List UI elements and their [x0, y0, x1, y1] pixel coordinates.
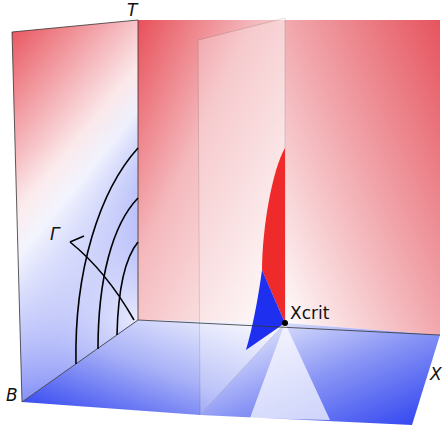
critical-point-label: Xcrit — [290, 305, 329, 322]
axis-label: T — [127, 2, 137, 19]
axis-label: B — [6, 387, 18, 404]
axis-label: X — [430, 366, 442, 383]
curve-label: Γ — [50, 226, 59, 243]
